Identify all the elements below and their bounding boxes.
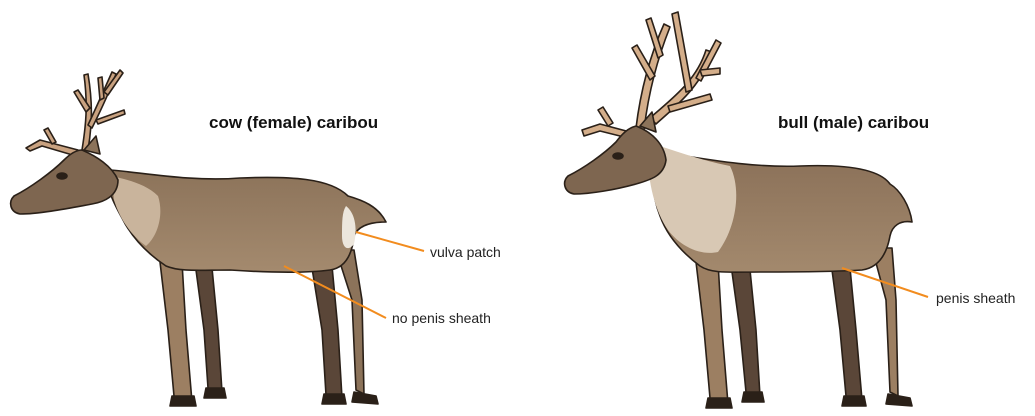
male-eye: [613, 153, 623, 159]
male-caribou-illustration: [565, 12, 912, 408]
male-title: bull (male) caribou: [778, 113, 929, 133]
male-front-leg-near: [696, 262, 728, 404]
female-head: [11, 150, 118, 214]
female-front-leg-near: [160, 262, 192, 402]
female-back-leg-near: [336, 250, 376, 400]
male-back-leg-far: [832, 268, 862, 400]
no-penis-sheath-label: no penis sheath: [392, 310, 491, 326]
vulva-patch-label: vulva patch: [430, 244, 501, 260]
female-front-leg-far: [196, 268, 222, 392]
male-front-leg-far: [732, 270, 760, 396]
female-title: cow (female) caribou: [209, 113, 378, 133]
male-back-leg-near: [872, 248, 910, 402]
male-hooves: [706, 392, 912, 408]
female-hooves: [170, 388, 378, 406]
female-eye: [57, 173, 67, 179]
vulva-patch-leader-line: [356, 232, 424, 251]
penis-sheath-label: penis sheath: [936, 290, 1015, 306]
female-back-leg-far: [312, 266, 342, 398]
female-antlers: [26, 70, 125, 156]
